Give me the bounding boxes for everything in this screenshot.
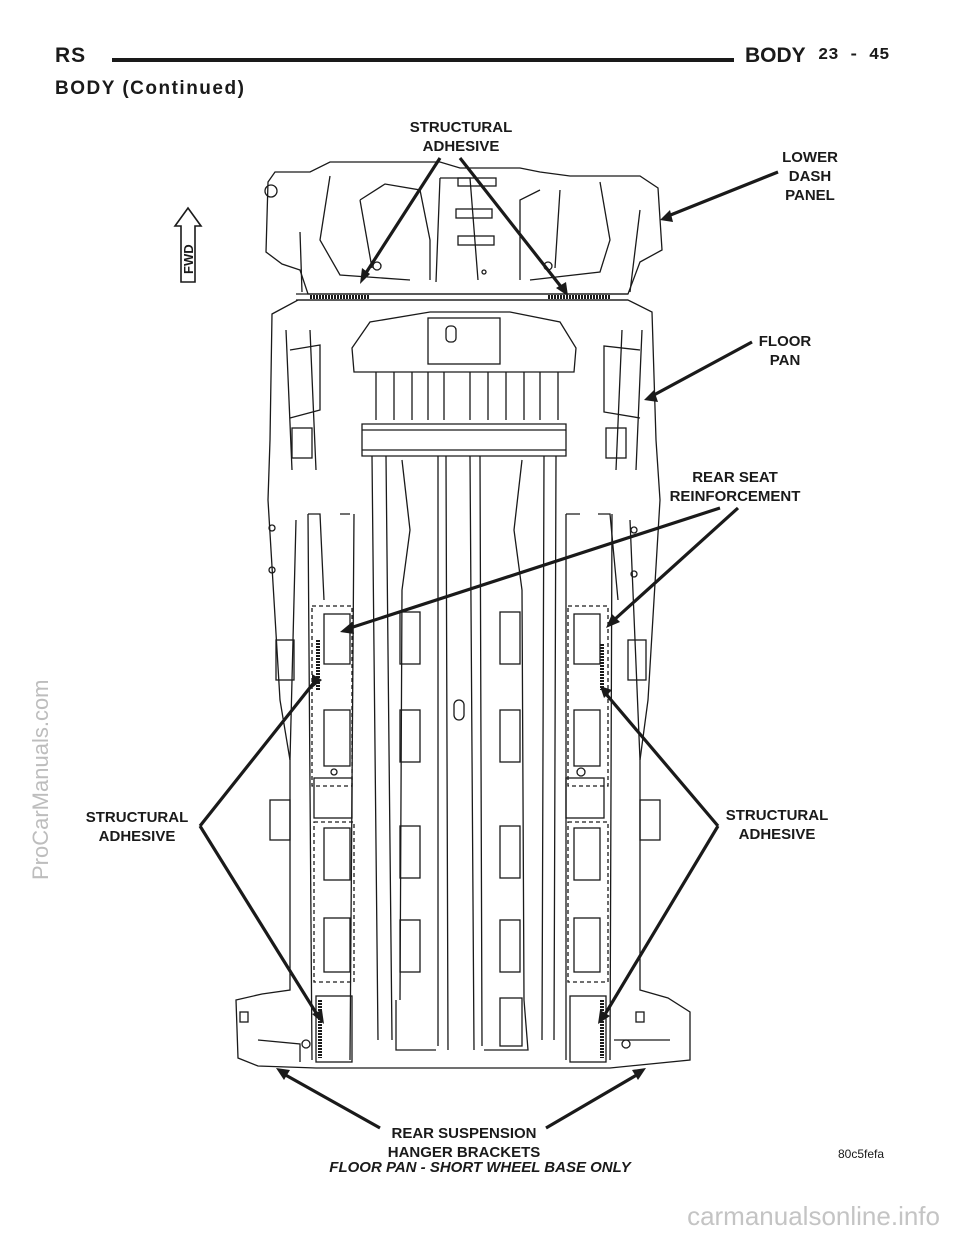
leader-lines (198, 157, 779, 1130)
right-frame-rail (565, 513, 613, 1061)
callout-rear-seat-reinforcement: REAR SEAT REINFORCEMENT (669, 469, 801, 505)
side-watermark: ProCarManuals.com (28, 679, 53, 880)
floor-pan-outline (235, 299, 691, 1069)
section-subheading: BODY (Continued) (55, 78, 246, 99)
figure-id: 80c5fefa (838, 1147, 885, 1161)
callout-structural-adhesive-right: STRUCTURAL ADHESIVE (725, 807, 829, 843)
fwd-arrow-icon: FWD (173, 206, 203, 283)
page-number: 23 - 45 (818, 46, 890, 65)
lower-dash-panel-outline (265, 161, 663, 295)
center-tunnel (437, 455, 483, 1051)
bottom-watermark: carmanualsonline.info (687, 1201, 940, 1231)
callout-structural-adhesive-top: STRUCTURAL ADHESIVE (409, 119, 513, 155)
header-rule (112, 58, 734, 62)
section-code: RS (55, 44, 87, 67)
section-title: BODY (745, 44, 806, 67)
callout-rear-suspension-hanger-brackets: REAR SUSPENSION HANGER BRACKETS (387, 1125, 541, 1161)
callout-lower-dash-panel: LOWER DASH PANEL (782, 149, 838, 204)
callout-floor-pan: FLOOR PAN (758, 333, 812, 369)
fwd-label: FWD (181, 244, 196, 274)
figure-caption: FLOOR PAN - SHORT WHEEL BASE ONLY (329, 1159, 631, 1176)
callout-structural-adhesive-left: STRUCTURAL ADHESIVE (85, 809, 189, 845)
left-frame-rail (307, 513, 355, 1061)
leader-arrowheads (276, 210, 673, 1080)
